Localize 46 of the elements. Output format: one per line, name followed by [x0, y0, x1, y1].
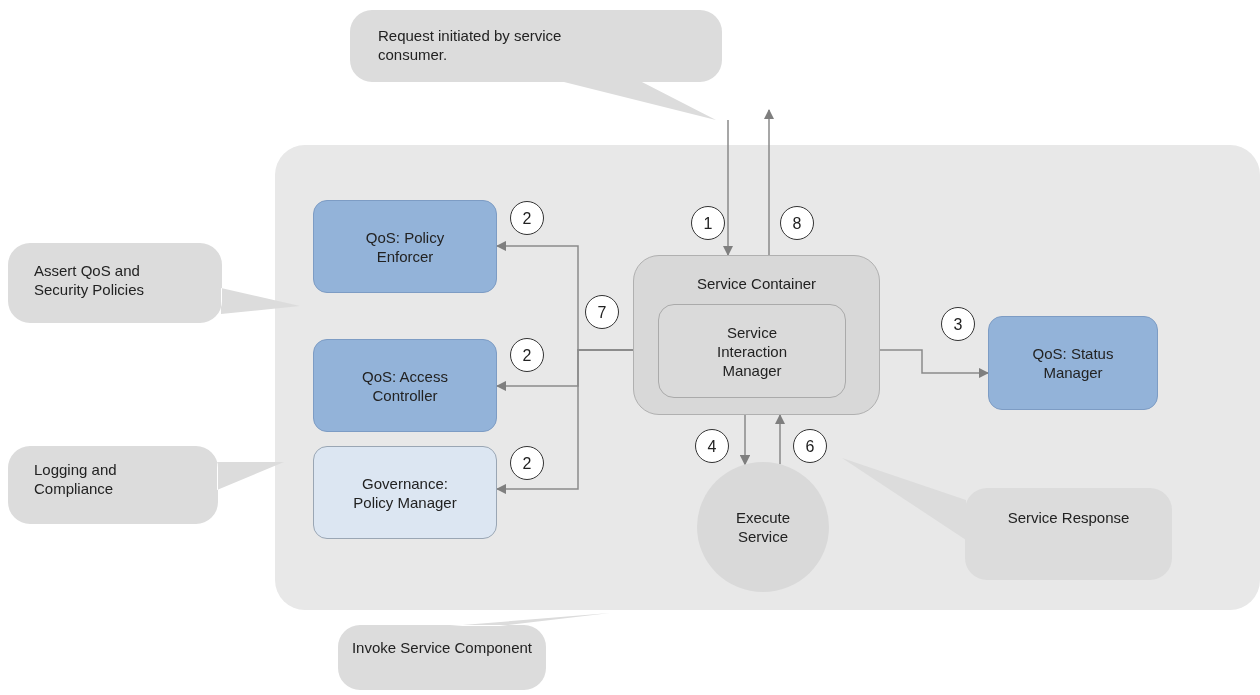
step-number: 2: [522, 208, 532, 228]
step-number-circle: [780, 206, 814, 240]
step-number: 2: [522, 453, 532, 473]
process-box: [988, 316, 1158, 410]
step-number-circle: [510, 201, 544, 235]
arrow: [495, 349, 634, 495]
arrow: [763, 108, 775, 256]
container-box: [633, 255, 880, 415]
arrow: [879, 349, 990, 379]
callout-text: Assert QoS and Security Policies: [34, 261, 146, 299]
step-number-circle: [695, 429, 729, 463]
step-number-circle: [793, 429, 827, 463]
step-number-circle: [510, 446, 544, 480]
step-number: 4: [707, 436, 717, 456]
process-box: [313, 339, 497, 432]
speech-bubble: [8, 446, 284, 524]
speech-bubble: [8, 243, 300, 323]
step-number: 2: [522, 345, 532, 365]
node-text: QoS: Access Controller: [361, 366, 449, 405]
background-panel: [275, 145, 1260, 610]
step-number: 6: [805, 436, 815, 456]
process-box: [313, 200, 497, 293]
node-text: QoS: Status Manager: [1031, 344, 1115, 382]
node-text: QoS: Policy Enforcer: [364, 227, 446, 266]
callout-text: Logging and Compliance: [34, 460, 118, 498]
container-title: Service Container: [696, 274, 817, 293]
step-number-circle: [510, 338, 544, 372]
process-box: [313, 446, 497, 539]
step-number: 3: [953, 314, 963, 334]
step-number-circle: [691, 206, 725, 240]
process-box: [658, 304, 846, 398]
arrow: [739, 414, 751, 466]
arrow: [774, 413, 786, 465]
node-text: Service Interaction Manager: [715, 322, 788, 380]
arrow: [722, 119, 734, 257]
step-number: 7: [597, 302, 607, 322]
step-number-circle: [585, 295, 619, 329]
node-text: Governance: Policy Manager: [352, 473, 458, 512]
callout-text: Invoke Service Component: [350, 638, 534, 657]
callout-text: Service Response: [1006, 508, 1131, 527]
callout-text: Request initiated by service consumer.: [378, 26, 563, 64]
step-number: 1: [703, 213, 713, 233]
speech-bubble: [350, 10, 722, 120]
step-number: 8: [792, 213, 802, 233]
node-text: Execute Service: [734, 508, 792, 546]
step-number-circle: [941, 307, 975, 341]
